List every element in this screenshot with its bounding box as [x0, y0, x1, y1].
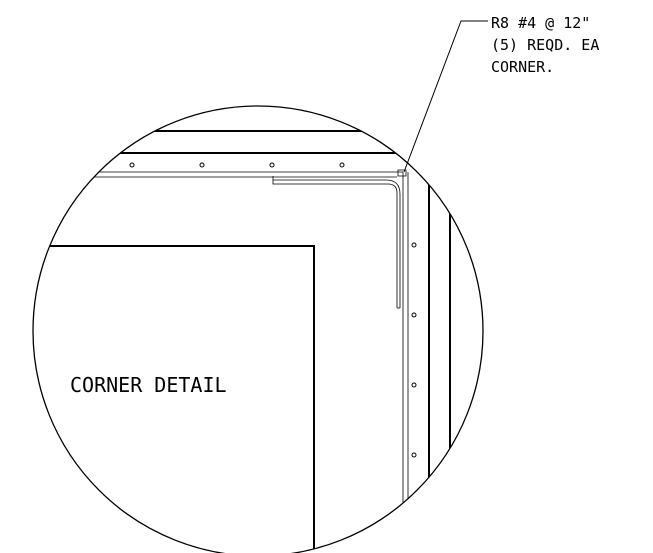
rebar-dots-right — [411, 242, 417, 458]
rebar-dots-top — [129, 162, 345, 168]
callout-leader-line — [403, 20, 488, 173]
detail-boundary-circle — [32, 105, 484, 553]
callout-line-3: CORNER. — [491, 58, 554, 76]
reinforcing-bars — [33, 169, 409, 553]
opening-outline — [33, 245, 315, 553]
inner-wall-line — [33, 152, 430, 553]
outer-wall-line — [33, 130, 451, 553]
corner-bar-r8 — [272, 176, 398, 308]
callout-line-1: R8 #4 @ 12" — [491, 14, 590, 32]
detail-title: CORNER DETAIL — [70, 373, 227, 397]
callout-line-2: (5) REQD. EA — [491, 36, 599, 54]
